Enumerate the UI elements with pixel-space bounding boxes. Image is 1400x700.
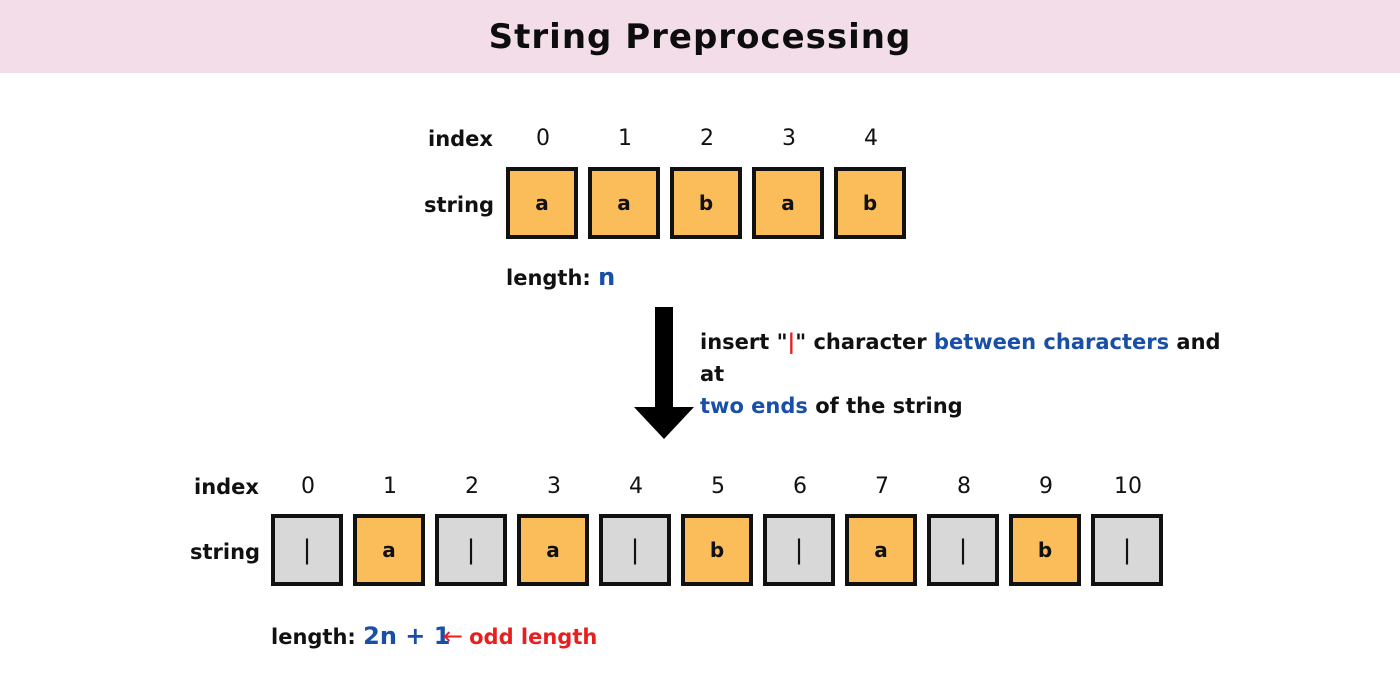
index-value: 1 — [383, 474, 397, 499]
index-value: 6 — [793, 474, 807, 499]
separator-cell: | — [927, 514, 999, 586]
char-cell: b — [670, 167, 742, 239]
index-value: 2 — [465, 474, 479, 499]
index-value: 1 — [618, 126, 632, 151]
index-value: 3 — [782, 126, 796, 151]
top-string-label: string — [424, 193, 495, 217]
instruction-text: insert "|" character between characters … — [700, 326, 1240, 422]
top-length-prefix: length: — [506, 266, 591, 290]
instruction-part4: of the string — [807, 394, 963, 418]
char-cell: b — [681, 514, 753, 586]
down-arrow-icon — [634, 307, 694, 439]
index-value: 9 — [1039, 474, 1053, 499]
index-value: 7 — [875, 474, 889, 499]
top-index-label: index — [428, 127, 493, 151]
left-arrow-icon: ← — [443, 622, 464, 650]
index-value: 4 — [629, 474, 643, 499]
separator-cell: | — [435, 514, 507, 586]
index-value: 2 — [700, 126, 714, 151]
bottom-length: length: 2n + 1 — [271, 622, 450, 650]
instruction-part2: " character — [795, 330, 934, 354]
char-cell: a — [506, 167, 578, 239]
odd-length-note: ←odd length — [443, 622, 597, 650]
top-length: length: n — [506, 263, 615, 291]
bottom-index-label: index — [194, 475, 259, 499]
bottom-length-prefix: length: — [271, 625, 356, 649]
char-cell: b — [834, 167, 906, 239]
separator-cell: | — [763, 514, 835, 586]
index-value: 10 — [1114, 474, 1142, 499]
index-value: 0 — [301, 474, 315, 499]
separator-cell: | — [599, 514, 671, 586]
char-cell: a — [517, 514, 589, 586]
index-value: 4 — [864, 126, 878, 151]
char-cell: a — [845, 514, 917, 586]
page-title: String Preprocessing — [488, 16, 912, 57]
instruction-separator: | — [787, 330, 796, 354]
odd-length-text: odd length — [469, 625, 598, 649]
title-banner: String Preprocessing — [0, 0, 1400, 73]
separator-cell: | — [271, 514, 343, 586]
char-cell: b — [1009, 514, 1081, 586]
instruction-part3: and at — [700, 330, 1221, 386]
index-value: 3 — [547, 474, 561, 499]
instruction-highlight-two-ends: two ends — [700, 394, 808, 418]
index-value: 5 — [711, 474, 725, 499]
bottom-string-label: string — [190, 540, 261, 564]
bottom-length-value: 2n + 1 — [363, 622, 451, 650]
index-value: 8 — [957, 474, 971, 499]
index-value: 0 — [536, 126, 550, 151]
instruction-highlight-between: between characters — [933, 330, 1170, 354]
separator-cell: | — [1091, 514, 1163, 586]
char-cell: a — [588, 167, 660, 239]
char-cell: a — [353, 514, 425, 586]
top-length-value: n — [598, 263, 616, 291]
instruction-part1: insert " — [700, 330, 788, 354]
char-cell: a — [752, 167, 824, 239]
